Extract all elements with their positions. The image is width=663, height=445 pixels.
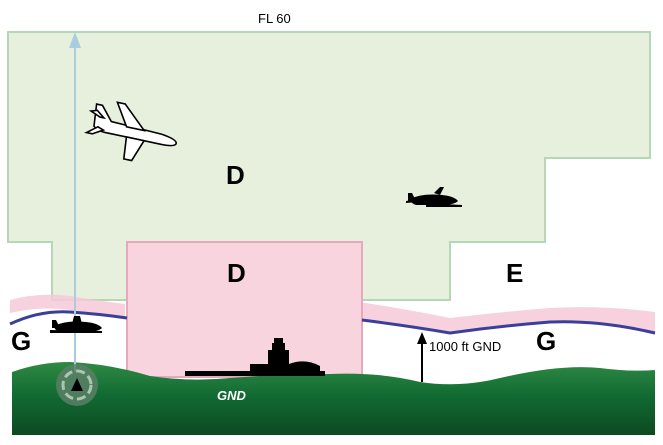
small-plane-icon: [406, 187, 462, 207]
class-d-lower-label: D: [227, 258, 246, 288]
class-e-boundary-line: [9, 310, 656, 335]
class-e-label: E: [506, 258, 523, 288]
climb-indicator-icon: [56, 364, 98, 406]
class-g-left-label: G: [11, 326, 31, 356]
jet-airliner-icon: [84, 101, 177, 162]
class-d-airspace: [7, 31, 651, 301]
top-level-label: FL 60: [258, 11, 291, 26]
climb-arrow-head: [69, 32, 81, 48]
class-e-lower-band-right: [360, 302, 655, 335]
control-zone: [126, 241, 363, 378]
height-note-label: 1000 ft GND: [429, 339, 501, 354]
class-g-right-label: G: [536, 326, 556, 356]
control-tower-icon: [250, 338, 320, 376]
ground-label: GND: [217, 388, 247, 403]
class-d-upper-label: D: [226, 160, 245, 190]
small-plane-ground-icon: [50, 316, 102, 333]
height-arrow-head: [417, 332, 427, 344]
terrain: [12, 362, 655, 435]
class-e-lower-band: [10, 294, 125, 318]
